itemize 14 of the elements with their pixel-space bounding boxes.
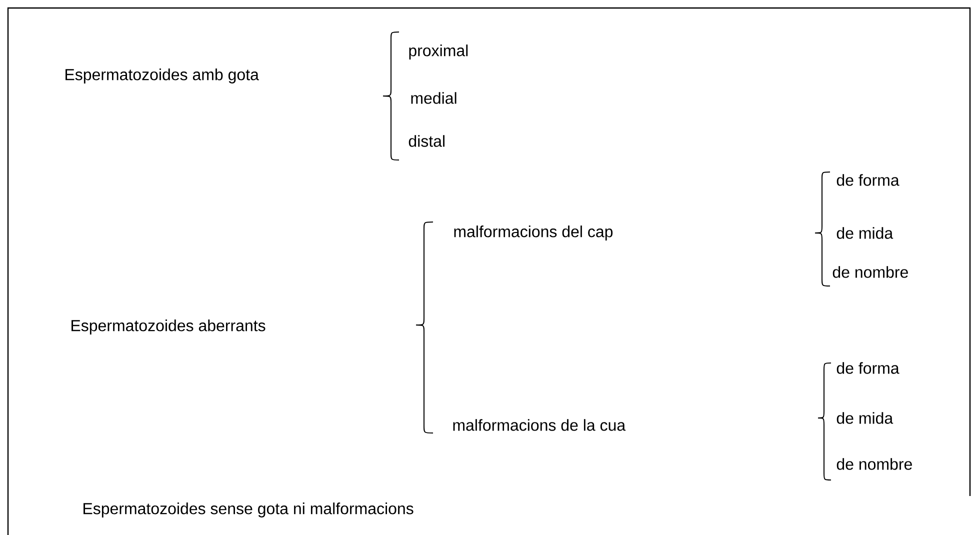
label: Espermatozoides aberrants	[72, 320, 266, 334]
label: Espermatozoides amb gota	[66, 68, 259, 84]
label: de forma	[836, 174, 900, 186]
label: proximal	[409, 44, 468, 60]
label: malformacions de la cua	[453, 419, 626, 431]
label: de forma	[836, 362, 900, 374]
label: de nombre	[832, 266, 908, 278]
label: distal	[408, 135, 444, 147]
label: malformacions del cap	[454, 226, 613, 240]
label: medial	[411, 92, 456, 104]
label: de nombre	[836, 458, 912, 470]
label: de mida	[836, 412, 894, 424]
label: de mida	[836, 227, 894, 239]
label: Espermatozoides sense gota ni malformacions	[84, 502, 414, 518]
